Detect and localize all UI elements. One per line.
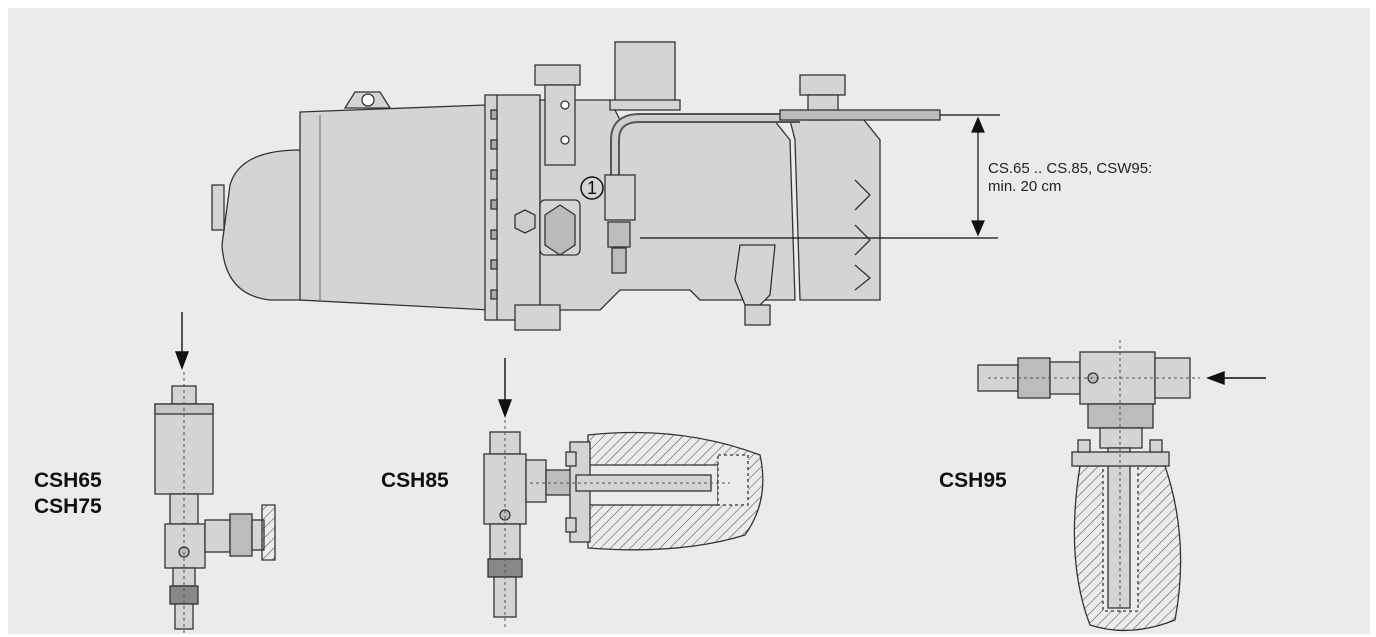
- arrow-variant-b: [497, 358, 513, 418]
- motor-housing: [299, 104, 491, 311]
- motor-end-stub: [211, 184, 225, 231]
- valve-variant-b: [483, 431, 764, 618]
- dimension-text-line1: CS.65 .. CS.85, CSW95:: [988, 160, 1153, 177]
- callout-circle: [580, 176, 604, 200]
- right-casing: [789, 114, 881, 301]
- label-csh65: CSH65: [34, 469, 102, 492]
- top-flange-left: [534, 64, 581, 86]
- top-flange-right: [799, 74, 846, 96]
- dimension-indicator: [640, 114, 1000, 239]
- flange-bolts: [490, 109, 498, 300]
- valve-variant-a: [154, 385, 276, 630]
- label-csh85: CSH85: [381, 469, 449, 492]
- callout-number: 1: [586, 178, 597, 198]
- valve-variant-c: [977, 351, 1191, 632]
- motor-end-cap: [221, 149, 306, 301]
- terminal-box: [614, 41, 676, 108]
- cooling-fins: [854, 179, 872, 291]
- dimension-text-line2: min. 20 cm: [988, 178, 1062, 195]
- label-csh75: CSH75: [34, 495, 102, 518]
- hex-plug: [514, 209, 536, 234]
- arrow-variant-a: [174, 312, 190, 370]
- compressor-assembly: [211, 41, 941, 331]
- label-csh95: CSH95: [939, 469, 1007, 492]
- bottom-outlet: [734, 244, 776, 306]
- mounting-foot-left: [514, 304, 561, 331]
- top-rail: [779, 109, 941, 121]
- arrow-variant-c: [1206, 370, 1266, 386]
- oil-solenoid: [604, 174, 636, 221]
